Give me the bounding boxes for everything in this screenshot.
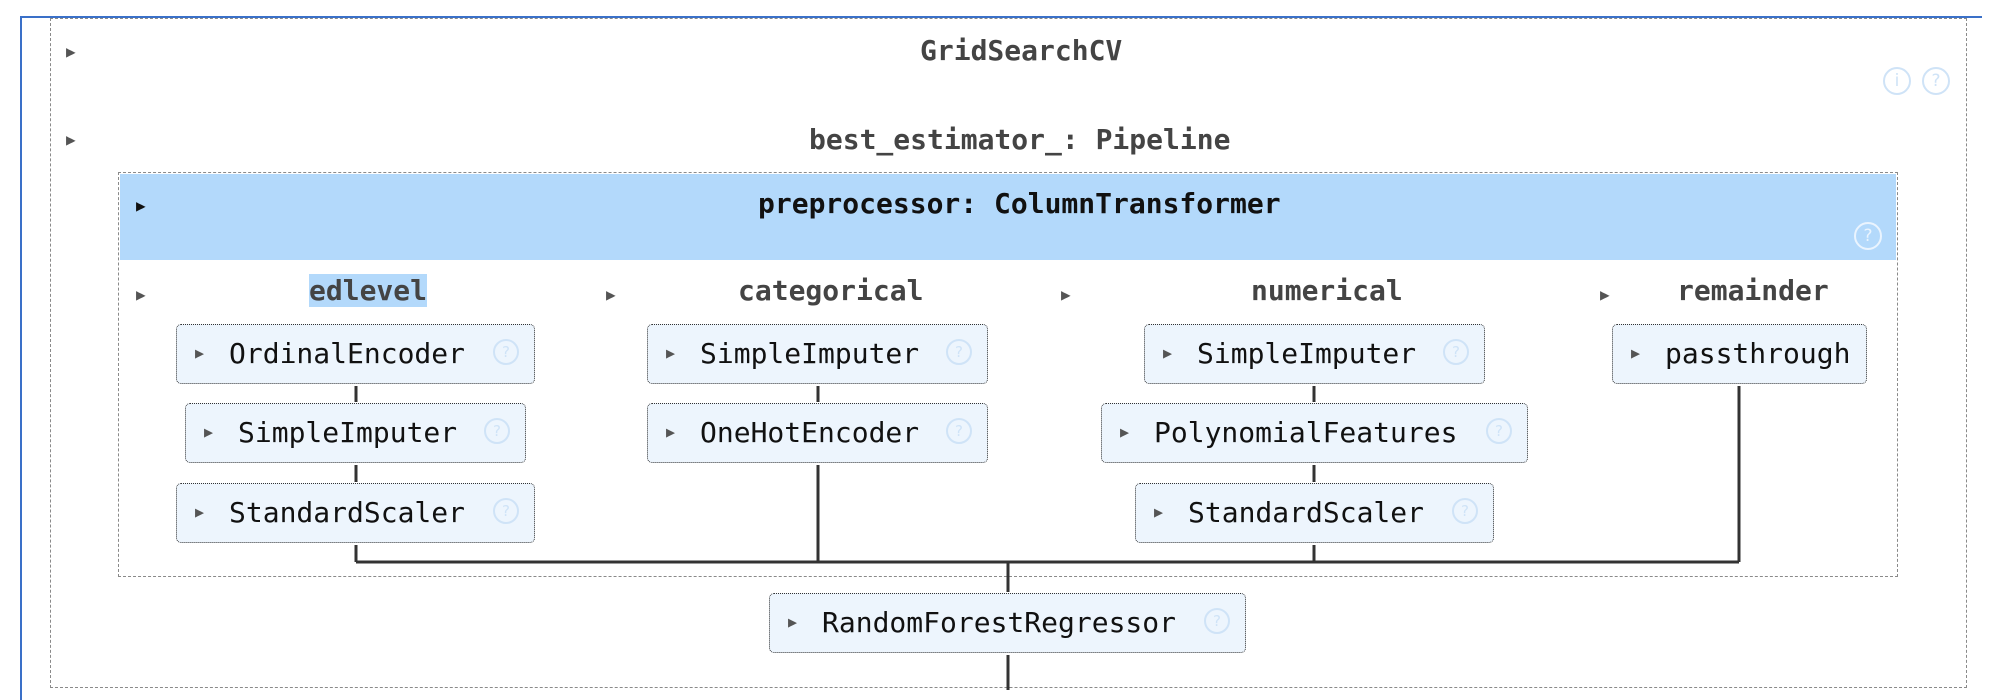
toggle-icon[interactable]: ▶ [1154, 503, 1164, 521]
help-icon[interactable]: ? [1204, 608, 1230, 634]
help-icon[interactable]: ? [1452, 498, 1478, 524]
help-icon[interactable]: ? [946, 418, 972, 444]
preprocessor-title[interactable]: preprocessor: ColumnTransformer [758, 187, 1281, 220]
help-icon[interactable]: ? [946, 339, 972, 365]
estimator-label: StandardScaler [229, 496, 466, 529]
toggle-icon[interactable]: ▶ [666, 423, 676, 441]
estimator-label: RandomForestRegressor [822, 606, 1177, 639]
toggle-icon[interactable]: ▶ [1163, 344, 1173, 362]
column-title-remainder[interactable]: remainder [1677, 274, 1829, 307]
preprocessor-help-icon[interactable]: ? [1854, 222, 1882, 250]
estimator-random-forest-regressor[interactable]: ▶ RandomForestRegressor ? [769, 593, 1246, 653]
estimator-simple-imputer[interactable]: ▶ SimpleImputer ? [1144, 324, 1485, 384]
outer-frame [20, 16, 1982, 700]
estimator-standard-scaler[interactable]: ▶ StandardScaler ? [176, 483, 535, 543]
toggle-icon[interactable]: ▶ [788, 613, 798, 631]
estimator-label: OneHotEncoder [700, 416, 920, 449]
estimator-one-hot-encoder[interactable]: ▶ OneHotEncoder ? [647, 403, 988, 463]
gridsearch-title[interactable]: GridSearchCV [920, 34, 1123, 67]
toggle-icon[interactable]: ▶ [195, 503, 205, 521]
help-icon[interactable]: ? [1922, 67, 1950, 95]
estimator-simple-imputer[interactable]: ▶ SimpleImputer ? [185, 403, 526, 463]
estimator-simple-imputer[interactable]: ▶ SimpleImputer ? [647, 324, 988, 384]
help-icon[interactable]: ? [493, 498, 519, 524]
estimator-label: OrdinalEncoder [229, 337, 466, 370]
edlevel-toggle-icon[interactable]: ▶ [136, 285, 146, 304]
estimator-label: PolynomialFeatures [1154, 416, 1458, 449]
toggle-icon[interactable]: ▶ [666, 344, 676, 362]
best-estimator-title[interactable]: best_estimator_: Pipeline [809, 123, 1231, 156]
gridsearch-toggle-icon[interactable]: ▶ [66, 42, 76, 61]
estimator-label: SimpleImputer [1197, 337, 1417, 370]
column-title-numerical[interactable]: numerical [1251, 274, 1403, 307]
toggle-icon[interactable]: ▶ [1120, 423, 1130, 441]
estimator-label: passthrough [1665, 337, 1851, 370]
help-icon[interactable]: ? [1443, 339, 1469, 365]
preprocessor-header[interactable] [120, 174, 1896, 260]
categorical-toggle-icon[interactable]: ▶ [606, 285, 616, 304]
estimator-polynomial-features[interactable]: ▶ PolynomialFeatures ? [1101, 403, 1528, 463]
estimator-label: StandardScaler [1188, 496, 1425, 529]
toggle-icon[interactable]: ▶ [195, 344, 205, 362]
help-icon[interactable]: ? [493, 339, 519, 365]
estimator-label: SimpleImputer [238, 416, 458, 449]
estimator-label: SimpleImputer [700, 337, 920, 370]
info-icon[interactable]: i [1883, 67, 1911, 95]
toggle-icon[interactable]: ▶ [204, 423, 214, 441]
column-title-categorical[interactable]: categorical [738, 274, 924, 307]
estimator-passthrough[interactable]: ▶ passthrough [1612, 324, 1867, 384]
numerical-toggle-icon[interactable]: ▶ [1061, 285, 1071, 304]
remainder-toggle-icon[interactable]: ▶ [1600, 285, 1610, 304]
help-icon[interactable]: ? [484, 418, 510, 444]
help-icon[interactable]: ? [1486, 418, 1512, 444]
column-title-edlevel[interactable]: edlevel [309, 274, 428, 307]
toggle-icon[interactable]: ▶ [1631, 344, 1641, 362]
best-estimator-toggle-icon[interactable]: ▶ [66, 130, 76, 149]
estimator-ordinal-encoder[interactable]: ▶ OrdinalEncoder ? [176, 324, 535, 384]
estimator-standard-scaler[interactable]: ▶ StandardScaler ? [1135, 483, 1494, 543]
preprocessor-toggle-icon[interactable]: ▶ [136, 196, 146, 215]
